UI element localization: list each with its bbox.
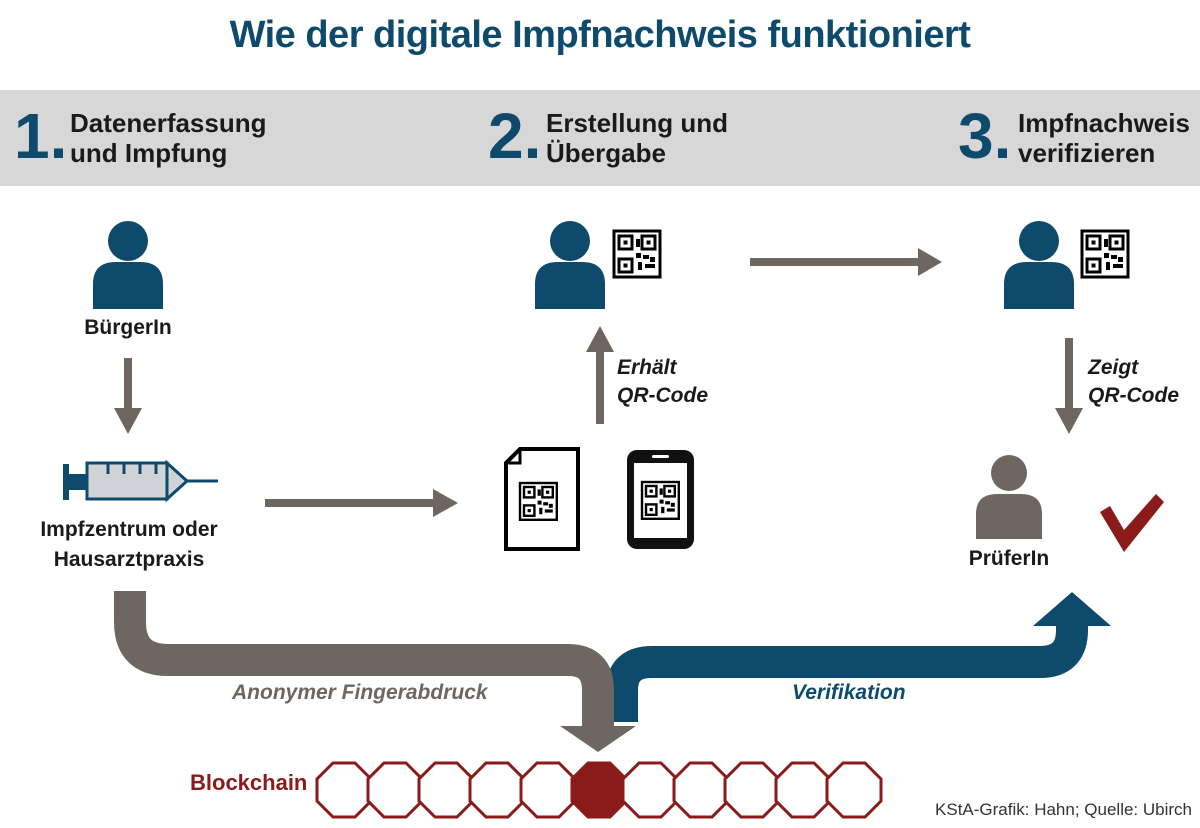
checkmark-icon: [1100, 494, 1164, 552]
step-3-number: 3.: [958, 100, 1012, 172]
arrow-icon: [586, 326, 614, 424]
blockchain-block: [672, 761, 730, 819]
qr-code-icon: [1080, 229, 1130, 279]
syringe-icon: [63, 459, 218, 503]
steps-band: [0, 90, 1200, 186]
verifier-label: PrüferIn: [968, 547, 1050, 570]
blockchain-block-active: [570, 761, 628, 819]
step-3-label-line2: verifizieren: [1018, 138, 1156, 168]
credit-line: KStA-Grafik: Hahn; Quelle: Ubirch: [935, 800, 1192, 819]
blockchain-label: Blockchain: [190, 770, 308, 795]
blockchain-block: [723, 761, 781, 819]
page-title: Wie der digitale Impfnachweis funktionie…: [229, 14, 971, 56]
blockchain-block: [774, 761, 832, 819]
shows-qr-label-line1: Zeigt: [1088, 356, 1139, 379]
vaccination-center-label-line1: Impfzentrum oder: [40, 518, 218, 541]
vaccination-center-label: Impfzentrum oder Hausarztpraxis: [0, 515, 258, 575]
person-icon: [93, 221, 163, 309]
person-icon: [976, 455, 1042, 539]
blockchain-block: [366, 761, 424, 819]
blockchain-block: [417, 761, 475, 819]
receives-qr-label-line2: QR-Code: [617, 384, 708, 407]
blockchain-chain: [315, 761, 883, 819]
step-2-number: 2.: [488, 100, 542, 172]
blockchain-block: [825, 761, 883, 819]
anonymous-fingerprint-label: Anonymer Fingerabdruck: [232, 681, 488, 704]
step-1-label: Datenerfassung und Impfung: [70, 108, 267, 168]
shows-qr-label-line2: QR-Code: [1088, 384, 1179, 407]
arrow-icon: [1055, 338, 1083, 434]
step-3-label: Impfnachweis verifizieren: [1018, 108, 1190, 168]
shows-qr-label: Zeigt QR-Code: [1088, 354, 1179, 410]
document-icon: [504, 447, 580, 551]
blockchain-block: [468, 761, 526, 819]
person-icon: [1004, 221, 1074, 309]
person-icon: [535, 221, 605, 309]
blockchain-block: [519, 761, 577, 819]
receives-qr-label: Erhält QR-Code: [617, 354, 708, 410]
arrow-icon: [114, 591, 636, 752]
step-2-label: Erstellung und Übergabe: [546, 108, 728, 168]
blockchain-block: [315, 761, 373, 819]
step-1-label-line2: und Impfung: [70, 138, 228, 168]
step-3-label-line1: Impfnachweis: [1018, 108, 1190, 138]
receives-qr-label-line1: Erhält: [617, 356, 677, 379]
blockchain-block: [621, 761, 679, 819]
arrow-icon: [750, 248, 942, 276]
step-1-number: 1.: [14, 100, 68, 172]
citizen-label: BürgerIn: [84, 316, 172, 339]
arrow-icon: [265, 489, 458, 517]
arrow-icon: [114, 358, 142, 434]
smartphone-icon: [627, 450, 694, 549]
arrow-icon: [606, 592, 1111, 722]
qr-code-icon: [612, 229, 662, 279]
step-2-label-line2: Übergabe: [546, 138, 666, 168]
verification-label: Verifikation: [792, 681, 906, 704]
vaccination-center-label-line2: Hausarztpraxis: [53, 548, 205, 571]
step-2-label-line1: Erstellung und: [546, 108, 728, 138]
step-1-label-line1: Datenerfassung: [70, 108, 267, 138]
